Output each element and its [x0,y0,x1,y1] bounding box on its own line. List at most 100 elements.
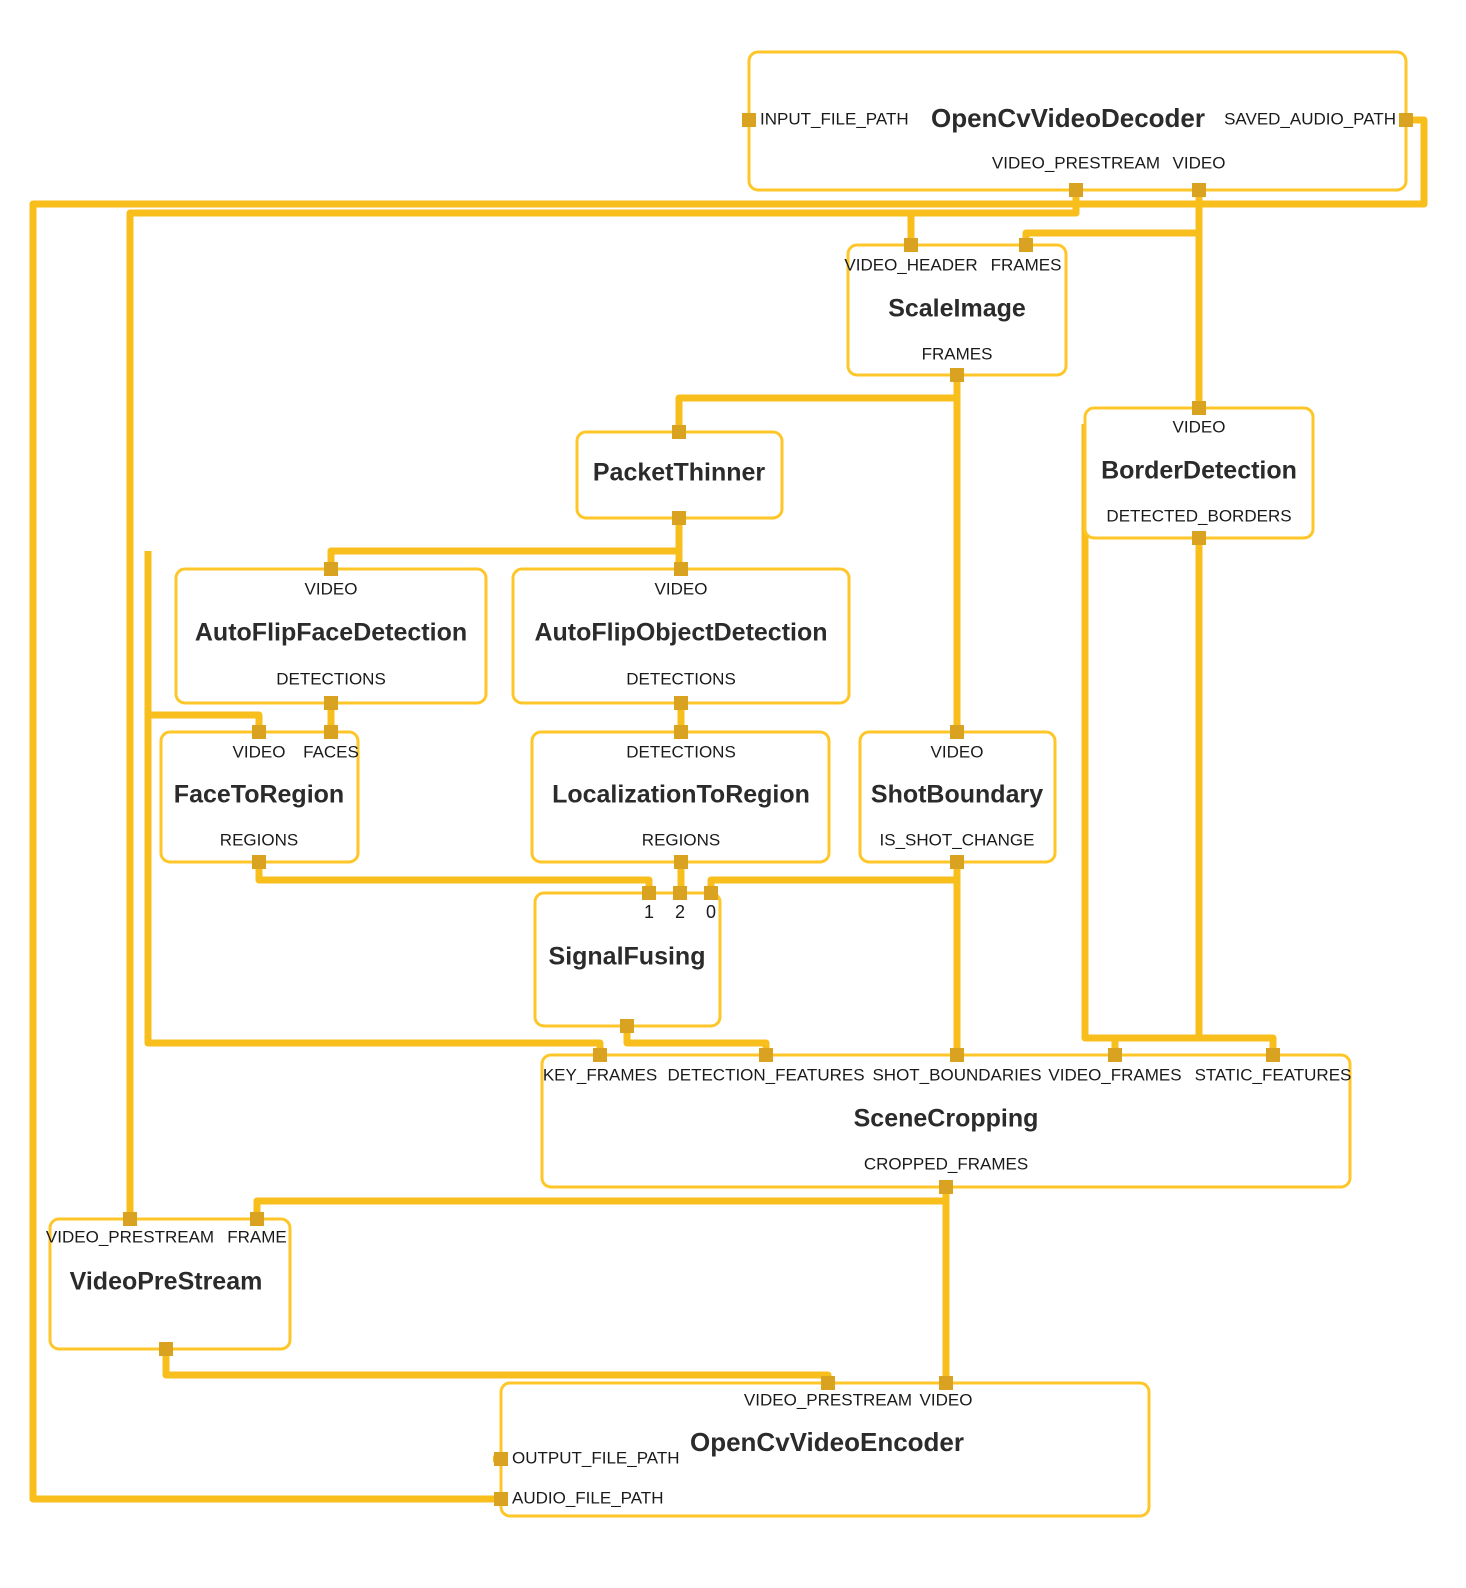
node-port-video_frames[interactable] [1108,1048,1122,1062]
node-port-shot_boundaries[interactable] [950,1048,964,1062]
node-title: VideoPreStream [70,1268,263,1296]
graph-node-border_detection[interactable]: BorderDetection VIDEO DETECTED_BORDERS [1083,401,1315,545]
port-label: VIDEO [920,1390,973,1409]
port-label: VIDEO [655,579,708,598]
node-port-video_prestream[interactable] [1069,183,1083,197]
node-title: OpenCvVideoEncoder [690,1427,964,1457]
port-label: FRAME [227,1227,287,1246]
port-label: VIDEO [1173,153,1226,172]
node-port-saved_audio_path[interactable] [1399,113,1413,127]
graph-edge [1195,538,1277,1055]
node-port-audio_file_path[interactable] [494,1492,508,1506]
port-label: VIDEO_HEADER [844,255,977,274]
port-label: DETECTIONS [626,669,736,688]
port-label: FRAMES [991,255,1062,274]
node-port-cropped_frames[interactable] [939,1180,953,1194]
node-port-detected_borders[interactable] [1192,531,1206,545]
graph-node-opencv_video_encoder[interactable]: OpenCvVideoEncoder VIDEO_PRESTREAM VIDEO OU… [494,1376,1151,1518]
node-port-video_prestream[interactable] [123,1212,137,1226]
node-port[interactable] [672,511,686,525]
node-port-static_features[interactable] [1266,1048,1280,1062]
node-title: FaceToRegion [174,781,344,809]
port-label: DETECTED_BORDERS [1106,506,1291,525]
node-port-video[interactable] [1192,183,1206,197]
node-port-0[interactable] [704,886,718,900]
graph-node-packet_thinner[interactable]: PacketThinner [575,425,784,525]
port-label: DETECTIONS [626,742,736,761]
graph-node-scale_image[interactable]: ScaleImage VIDEO_HEADER FRAMES FRAMES [844,238,1068,382]
node-port-2[interactable] [673,886,687,900]
port-label: FRAMES [922,344,993,363]
node-title: SceneCropping [854,1105,1039,1133]
port-label: VIDEO_FRAMES [1048,1065,1181,1084]
node-port[interactable] [672,425,686,439]
port-label: VIDEO [305,579,358,598]
node-port[interactable] [159,1342,173,1356]
node-port-detections[interactable] [324,696,338,710]
node-port-output_file_path[interactable] [494,1452,508,1466]
port-label: VIDEO [931,742,984,761]
node-port-video[interactable] [950,725,964,739]
node-port-key_frames[interactable] [593,1048,607,1062]
port-label: SHOT_BOUNDARIES [872,1065,1041,1084]
node-port[interactable] [620,1019,634,1033]
port-label: VIDEO_PRESTREAM [744,1390,912,1409]
node-port-regions[interactable] [674,855,688,869]
node-port-faces[interactable] [324,725,338,739]
node-port-video[interactable] [324,562,338,576]
graph-edge [907,190,1080,245]
graph-edge [1022,190,1203,245]
graph-node-localization_to_region[interactable]: LocalizationToRegion DETECTIONS REGIONS [530,725,831,869]
graph-edge [327,518,683,569]
node-port-regions[interactable] [252,855,266,869]
port-label: OUTPUT_FILE_PATH [512,1448,680,1467]
node-port-video[interactable] [674,562,688,576]
port-label: VIDEO [1173,417,1226,436]
port-label: REGIONS [642,830,720,849]
node-title: BorderDetection [1101,457,1297,485]
port-label: REGIONS [220,830,298,849]
node-port-detection_features[interactable] [759,1048,773,1062]
node-title: PacketThinner [593,459,766,487]
port-index-label: 1 [644,902,654,922]
port-label: VIDEO [233,742,286,761]
node-port-frames[interactable] [950,368,964,382]
port-index-label: 2 [675,902,685,922]
port-label: INPUT_FILE_PATH [760,109,909,128]
node-port-video[interactable] [1192,401,1206,415]
port-label: DETECTIONS [276,669,386,688]
graph-node-face_to_region[interactable]: FaceToRegion VIDEO FACES REGIONS [159,725,360,869]
graph-edge [255,862,653,893]
node-port-video_header[interactable] [904,238,918,252]
node-port-frame[interactable] [250,1212,264,1226]
node-title: AutoFlipFaceDetection [195,619,467,647]
node-port-1[interactable] [642,886,656,900]
graph-edge [126,190,1080,1219]
node-title: SignalFusing [549,943,706,971]
node-port-detections[interactable] [674,725,688,739]
node-port-input_file_path[interactable] [742,113,756,127]
graph-edge [1111,190,1203,1055]
node-port-video[interactable] [939,1376,953,1390]
node-port-video_prestream[interactable] [821,1376,835,1390]
node-title: ScaleImage [888,295,1026,323]
node-port-frames[interactable] [1019,238,1033,252]
node-port-is_shot_change[interactable] [950,855,964,869]
port-label: FACES [303,742,359,761]
node-port-video[interactable] [252,725,266,739]
graph-node-autoflip_face_detection[interactable]: AutoFlipFaceDetection VIDEO DETECTIONS [174,562,488,710]
port-label: DETECTION_FEATURES [667,1065,864,1084]
graph-edge [1081,424,1119,1055]
node-title: LocalizationToRegion [552,781,810,809]
port-label: IS_SHOT_CHANGE [880,830,1035,849]
node-port-detections[interactable] [674,696,688,710]
graph-edge [29,116,1428,1503]
